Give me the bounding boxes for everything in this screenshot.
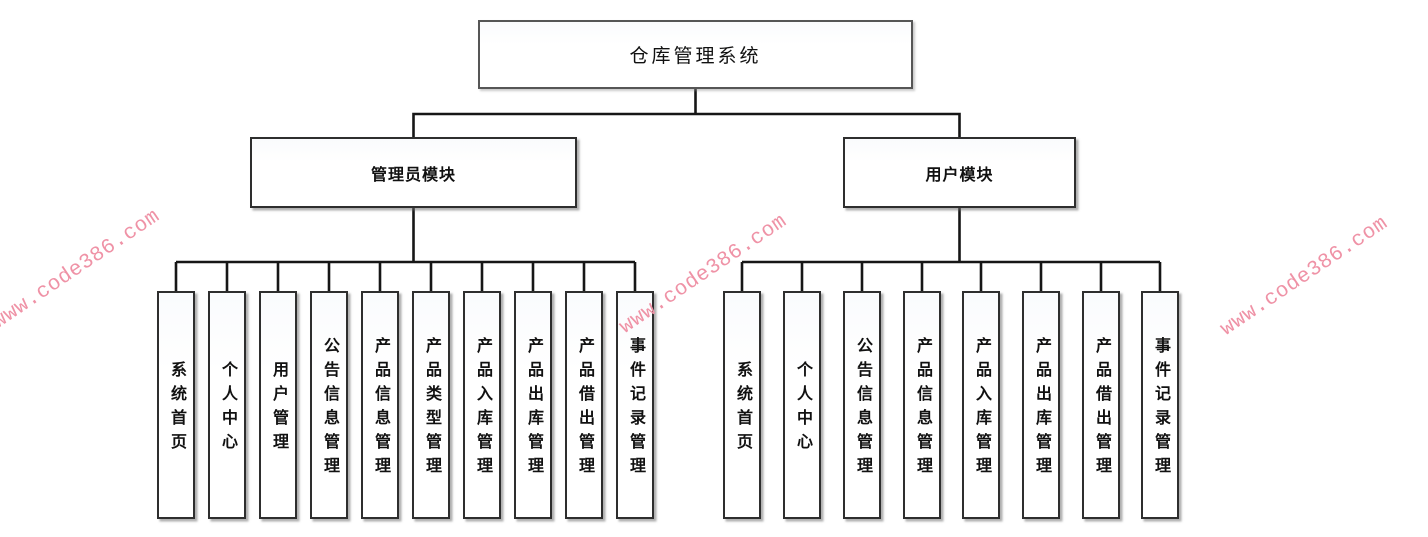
node-label: 公告信息管理 xyxy=(321,337,338,481)
node-user-child-7: 事件记录管理 xyxy=(1141,291,1179,519)
node-admin-child-4: 产品信息管理 xyxy=(361,291,399,519)
node-label: 产品入库管理 xyxy=(973,337,990,481)
node-user-child-4: 产品入库管理 xyxy=(962,291,1000,519)
node-label: 事件记录管理 xyxy=(627,337,644,481)
node-label: 系统首页 xyxy=(734,361,751,457)
node-label: 产品入库管理 xyxy=(474,337,491,481)
node-label: 管理员模块 xyxy=(370,166,456,184)
node-user-child-6: 产品借出管理 xyxy=(1082,291,1120,519)
node-label: 产品借出管理 xyxy=(1093,337,1110,481)
node-user-child-2: 公告信息管理 xyxy=(843,291,881,519)
node-label: 产品信息管理 xyxy=(372,337,389,481)
node-label: 用户管理 xyxy=(270,361,287,457)
watermark-left: www.code386.com xyxy=(0,205,165,335)
node-user-child-0: 系统首页 xyxy=(723,291,761,519)
node-label: 产品出库管理 xyxy=(525,337,542,481)
node-label: 仓库管理系统 xyxy=(629,46,762,67)
node-user-child-1: 个人中心 xyxy=(783,291,821,519)
node-label: 公告信息管理 xyxy=(854,337,871,481)
node-user-module: 用户模块 xyxy=(843,137,1076,208)
node-admin-child-3: 公告信息管理 xyxy=(310,291,348,519)
node-admin-child-9: 事件记录管理 xyxy=(616,291,654,519)
node-admin-child-8: 产品借出管理 xyxy=(565,291,603,519)
node-admin-child-0: 系统首页 xyxy=(157,291,195,519)
node-label: 用户模块 xyxy=(925,166,994,184)
node-user-child-3: 产品信息管理 xyxy=(903,291,941,519)
node-label: 个人中心 xyxy=(219,361,236,457)
node-user-child-5: 产品出库管理 xyxy=(1022,291,1060,519)
node-admin-module: 管理员模块 xyxy=(250,137,577,208)
node-warehouse-system: 仓库管理系统 xyxy=(478,20,913,89)
node-admin-child-1: 个人中心 xyxy=(208,291,246,519)
node-label: 产品信息管理 xyxy=(914,337,931,481)
node-admin-child-2: 用户管理 xyxy=(259,291,297,519)
node-admin-child-7: 产品出库管理 xyxy=(514,291,552,519)
node-admin-child-5: 产品类型管理 xyxy=(412,291,450,519)
node-label: 产品借出管理 xyxy=(576,337,593,481)
node-label: 产品类型管理 xyxy=(423,337,440,481)
node-label: 个人中心 xyxy=(794,361,811,457)
watermark-right: www.code386.com xyxy=(1216,212,1393,342)
node-label: 系统首页 xyxy=(168,361,185,457)
node-admin-child-6: 产品入库管理 xyxy=(463,291,501,519)
node-label: 产品出库管理 xyxy=(1033,337,1050,481)
node-label: 事件记录管理 xyxy=(1152,337,1169,481)
